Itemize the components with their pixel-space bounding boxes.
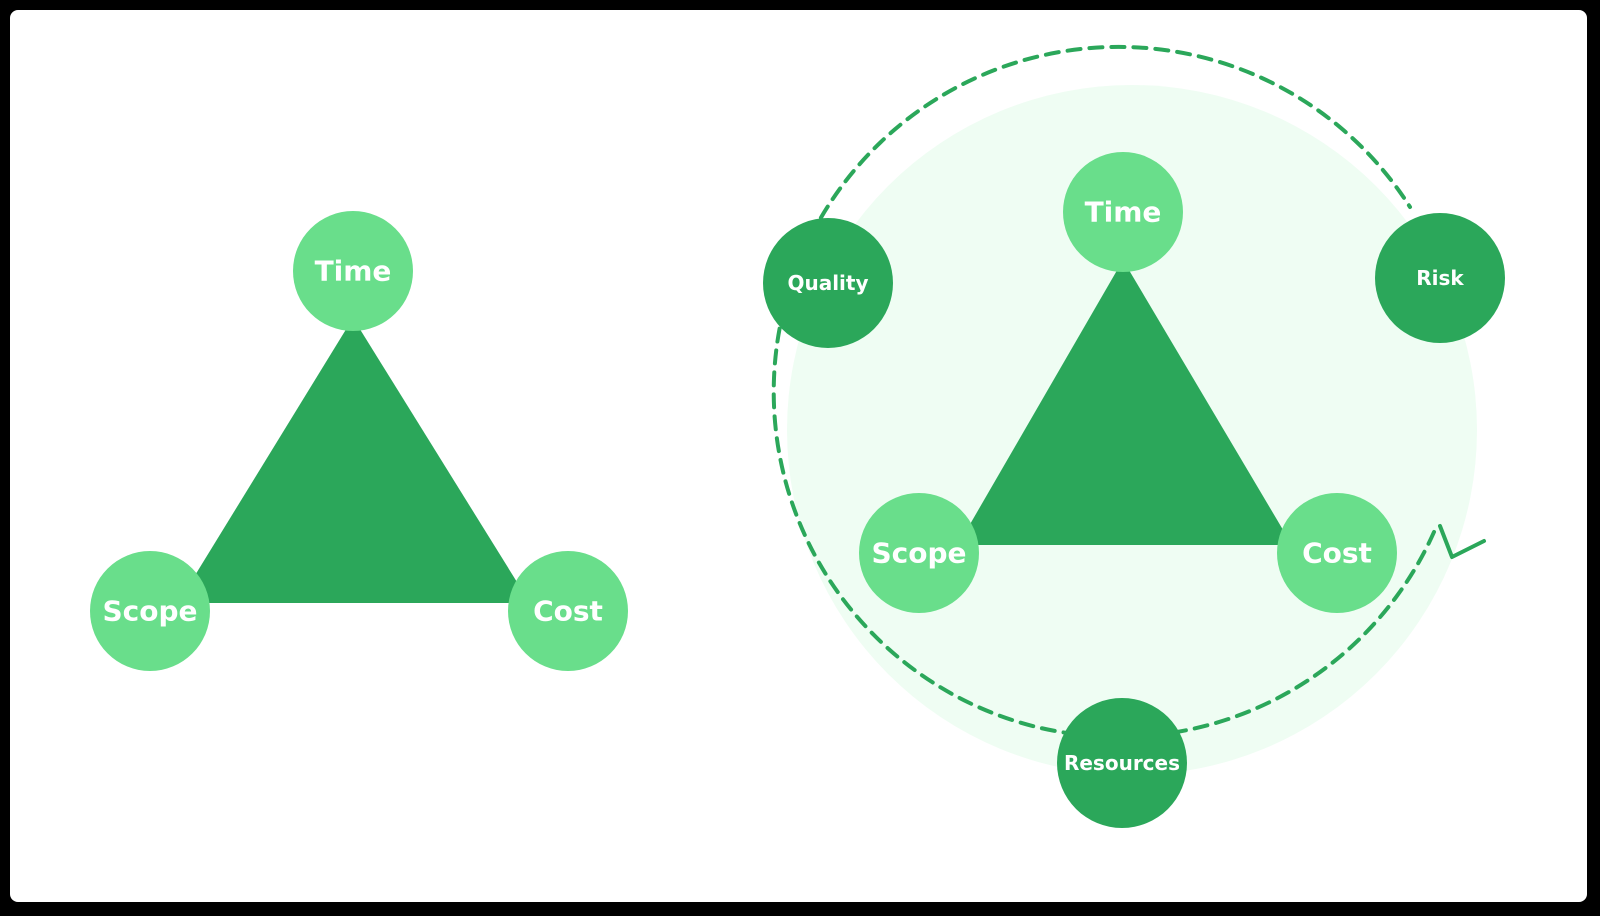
cycle-ring: [771, 44, 1436, 739]
right-cost-label: Cost: [1302, 537, 1372, 570]
left-time-label: Time: [315, 255, 392, 288]
risk-node: [1375, 213, 1505, 343]
quality-label: Quality: [787, 271, 868, 295]
left-cost-label: Cost: [533, 595, 603, 628]
right-time-node: [1063, 152, 1183, 272]
quality-node: [763, 218, 893, 348]
right-scope-label: Scope: [871, 537, 966, 570]
risk-label: Risk: [1416, 266, 1464, 290]
resources-node: [1057, 698, 1187, 828]
right-triangle: [958, 260, 1292, 545]
left-time-node: [293, 211, 413, 331]
resources-label: Resources: [1064, 751, 1180, 775]
right-cost-node: [1277, 493, 1397, 613]
left-scope-node: [90, 551, 210, 671]
right-diagram: Time Scope Cost Quality Risk Resources: [763, 44, 1505, 828]
left-diagram: Time Scope Cost: [90, 211, 628, 671]
diagram-svg: Time Scope Cost Time Scope Cost Quality …: [90, 44, 1505, 828]
right-scope-node: [859, 493, 979, 613]
left-scope-label: Scope: [102, 595, 197, 628]
left-cost-node: [508, 551, 628, 671]
diagram-canvas: Time Scope Cost Time Scope Cost Quality …: [10, 10, 1587, 902]
right-time-label: Time: [1085, 196, 1162, 229]
cycle-arrowhead: [1438, 524, 1486, 559]
left-triangle: [178, 318, 530, 603]
